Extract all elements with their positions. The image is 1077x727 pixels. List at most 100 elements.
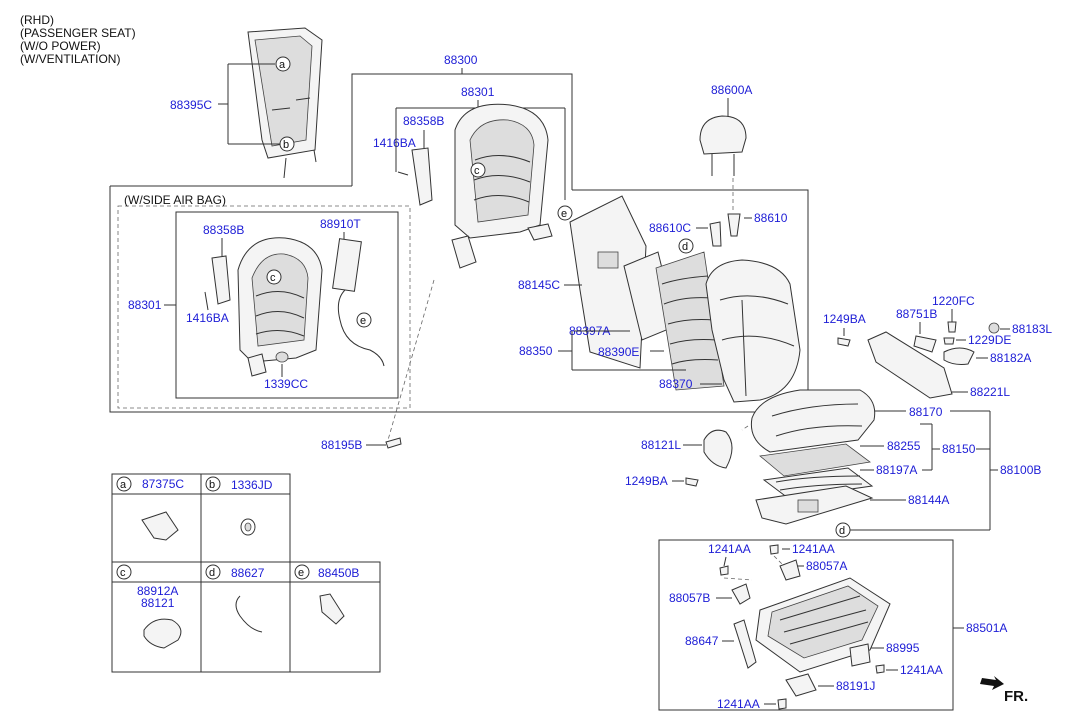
label-88170[interactable]: 88170 xyxy=(909,405,943,419)
svg-text:a: a xyxy=(279,59,286,71)
label-88395C[interactable]: 88395C xyxy=(170,98,212,112)
screw-1249BA-low-drawing xyxy=(685,477,699,487)
callout-e-top xyxy=(557,205,573,221)
svg-text:c: c xyxy=(120,567,126,579)
note-rhd: (RHD) xyxy=(20,13,54,27)
callout-c-top xyxy=(470,162,486,178)
svg-text:e: e xyxy=(360,315,366,327)
callout-b xyxy=(279,136,295,152)
seatback-pad-drawing xyxy=(569,195,647,369)
legend-clip-87375C-drawing xyxy=(141,511,179,541)
label-88197A[interactable]: 88197A xyxy=(876,463,917,477)
seat-cushion-drawing xyxy=(750,389,876,453)
ventilation-pad-drawing xyxy=(623,251,725,391)
legend-part-88912A[interactable]: 88912A xyxy=(137,584,178,598)
side-airbag-title: (W/SIDE AIR BAG) xyxy=(124,193,226,207)
label-88100B[interactable]: 88100B xyxy=(1000,463,1041,477)
svg-text:d: d xyxy=(209,567,215,579)
svg-text:d: d xyxy=(839,525,845,537)
headrest-drawing xyxy=(699,115,747,176)
label-88182A[interactable]: 88182A xyxy=(990,351,1031,365)
headrest-guide-drawing xyxy=(709,221,722,247)
label-1241AA-3[interactable]: 1241AA xyxy=(900,663,943,677)
legend-part-1336JD[interactable]: 1336JD xyxy=(231,478,273,492)
callout-c-inner xyxy=(266,269,282,285)
airbag-frame-drawing xyxy=(211,237,385,377)
side-airbag-option-box xyxy=(117,205,411,409)
label-88995[interactable]: 88995 xyxy=(886,641,920,655)
label-1339CC[interactable]: 1339CC xyxy=(264,377,308,391)
legend-cap-88912A-drawing xyxy=(143,618,182,649)
label-88600A[interactable]: 88600A xyxy=(711,83,752,97)
label-88144A[interactable]: 88144A xyxy=(908,493,949,507)
svg-text:c: c xyxy=(474,165,480,177)
cushion-heater-ventilation-drawing xyxy=(755,443,874,525)
screw-1220FC-drawing xyxy=(947,321,957,333)
legend-part-88627[interactable]: 88627 xyxy=(231,566,265,580)
legend-key-d xyxy=(205,564,221,580)
legend-clip-88450B-drawing xyxy=(319,593,345,625)
screw-1229DE-drawing xyxy=(943,337,955,345)
label-88145C[interactable]: 88145C xyxy=(518,278,560,292)
label-88121L[interactable]: 88121L xyxy=(641,438,681,452)
label-88301-inner[interactable]: 88301 xyxy=(128,298,162,312)
label-1249BA-low[interactable]: 1249BA xyxy=(625,474,668,488)
label-88910T[interactable]: 88910T xyxy=(320,217,361,231)
label-88358B-inner[interactable]: 88358B xyxy=(203,223,244,237)
seatback-rear-cover-drawing xyxy=(247,27,323,179)
label-88150[interactable]: 88150 xyxy=(942,442,976,456)
label-1416BA-inner[interactable]: 1416BA xyxy=(186,311,229,325)
label-88301-top[interactable]: 88301 xyxy=(461,85,495,99)
side-shield-88221L-drawing xyxy=(867,331,953,399)
legend-part-87375C[interactable]: 87375C xyxy=(142,477,184,491)
callout-d-back xyxy=(678,238,694,254)
svg-text:a: a xyxy=(120,479,127,491)
legend-key-a xyxy=(116,476,132,492)
cover-88183L-drawing xyxy=(988,322,1000,334)
lever-88751B-drawing xyxy=(913,335,937,353)
label-88057B[interactable]: 88057B xyxy=(669,591,710,605)
label-88057A[interactable]: 88057A xyxy=(806,559,847,573)
label-1241AA-1[interactable]: 1241AA xyxy=(708,542,751,556)
label-88183L[interactable]: 88183L xyxy=(1012,322,1052,336)
seat-track-box xyxy=(658,539,954,711)
label-1249BA-right[interactable]: 1249BA xyxy=(823,312,866,326)
svg-text:b: b xyxy=(209,479,215,491)
label-1241AA-2[interactable]: 1241AA xyxy=(792,542,835,556)
label-88610[interactable]: 88610 xyxy=(754,211,788,225)
label-88390E[interactable]: 88390E xyxy=(598,345,639,359)
label-88221L[interactable]: 88221L xyxy=(970,385,1010,399)
label-88501A[interactable]: 88501A xyxy=(966,621,1007,635)
fr-label: FR. xyxy=(1004,688,1028,705)
label-88255[interactable]: 88255 xyxy=(887,439,921,453)
label-1220FC[interactable]: 1220FC xyxy=(932,294,975,308)
svg-text:e: e xyxy=(561,208,567,220)
bolt-88195B-drawing xyxy=(385,437,402,449)
label-88751B[interactable]: 88751B xyxy=(896,307,937,321)
svg-text:c: c xyxy=(270,272,276,284)
label-1229DE[interactable]: 1229DE xyxy=(968,333,1011,347)
legend-key-b xyxy=(205,476,221,492)
legend-part-88450B[interactable]: 88450B xyxy=(318,566,359,580)
label-88647[interactable]: 88647 xyxy=(685,634,719,648)
note-wo-power: (W/O POWER) xyxy=(20,39,101,53)
svg-text:e: e xyxy=(298,567,304,579)
note-passenger-seat: (PASSENGER SEAT) xyxy=(20,26,136,40)
label-88370[interactable]: 88370 xyxy=(659,377,693,391)
legend-part-88121[interactable]: 88121 xyxy=(141,596,175,610)
label-88191J[interactable]: 88191J xyxy=(836,679,875,693)
screw-1249BA-right-drawing xyxy=(837,337,851,347)
legend-key-e xyxy=(294,564,310,580)
label-88300[interactable]: 88300 xyxy=(444,53,478,67)
label-88610C[interactable]: 88610C xyxy=(649,221,691,235)
label-1241AA-4[interactable]: 1241AA xyxy=(717,697,760,711)
side-cover-88121L-drawing xyxy=(703,429,733,469)
label-88195B[interactable]: 88195B xyxy=(321,438,362,452)
svg-text:d: d xyxy=(682,241,688,253)
callout-d-cushion xyxy=(835,522,851,538)
label-1416BA-top[interactable]: 1416BA xyxy=(373,136,416,150)
callout-e-inner xyxy=(356,312,372,328)
label-88358B-top[interactable]: 88358B xyxy=(403,114,444,128)
label-88350[interactable]: 88350 xyxy=(519,344,553,358)
